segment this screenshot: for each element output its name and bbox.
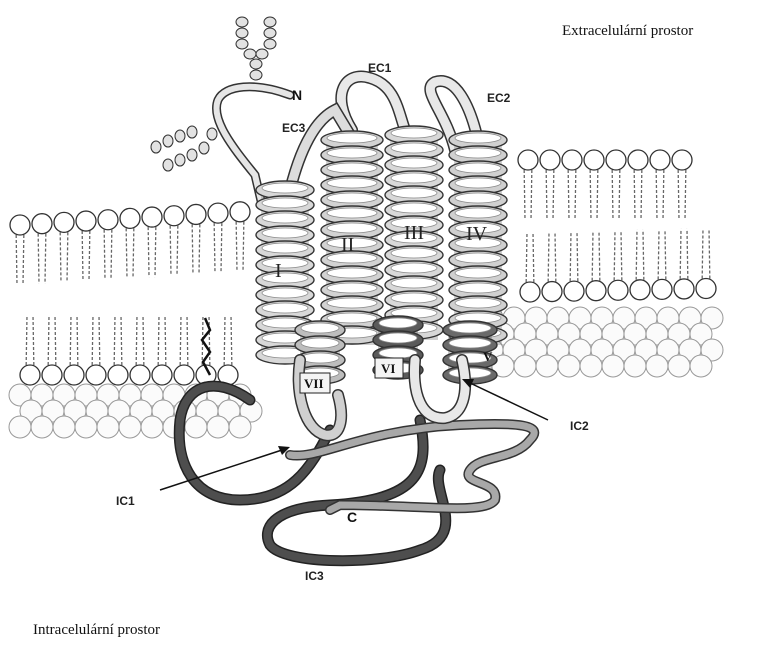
lipid-head: [518, 150, 538, 170]
helix-label-6: VI: [381, 361, 395, 376]
c-terminus-label: C: [347, 509, 357, 525]
extracellular-space-label: Extracelulární prostor: [562, 23, 693, 40]
lipid-head: [696, 278, 716, 298]
lipid-head: [86, 365, 106, 385]
lipid-head: [672, 150, 692, 170]
lipid-head: [42, 365, 62, 385]
lipid-head: [208, 203, 228, 223]
lipid-head: [76, 211, 96, 231]
glycosylation-chain: [236, 17, 276, 80]
ic2-pointer-arrow: [462, 379, 548, 420]
lipid-head: [562, 150, 582, 170]
helix-label-4: IV: [466, 223, 488, 245]
lipid-head: [628, 150, 648, 170]
lipid-head: [75, 416, 97, 438]
lipid-head: [54, 212, 74, 232]
helix-label-7: VII: [304, 376, 324, 391]
lipid-head: [630, 280, 650, 300]
lipid-head: [174, 365, 194, 385]
lipid-head: [164, 206, 184, 226]
lipid-head: [624, 355, 646, 377]
lipid-head: [674, 279, 694, 299]
lipid-head: [584, 150, 604, 170]
helix-label-3: III: [404, 222, 424, 244]
glycosylation-chain: [151, 126, 217, 171]
lipid-head: [564, 281, 584, 301]
lipid-head: [230, 202, 250, 222]
lipid-head: [558, 355, 580, 377]
lipid-head: [668, 355, 690, 377]
ec3-label: EC3: [282, 121, 306, 135]
lipid-head: [540, 150, 560, 170]
lipid-head: [141, 416, 163, 438]
lipid-head: [542, 282, 562, 302]
n-terminus-label: N: [292, 87, 302, 103]
ec2-label: EC2: [487, 91, 511, 105]
ic2-label: IC2: [570, 419, 589, 433]
lipid-head: [119, 416, 141, 438]
lipid-head: [142, 207, 162, 227]
lipid-head: [97, 416, 119, 438]
lipid-head: [10, 215, 30, 235]
lipid-head: [130, 365, 150, 385]
lipid-head: [53, 416, 75, 438]
lipid-head: [652, 279, 672, 299]
lipid-head: [120, 208, 140, 228]
lipid-head: [608, 280, 628, 300]
lipid-head: [586, 281, 606, 301]
lipid-head: [185, 416, 207, 438]
lipid-head: [602, 355, 624, 377]
helix-label-5: V: [483, 349, 493, 364]
lipid-head: [31, 416, 53, 438]
lipid-head: [229, 416, 251, 438]
intracellular-space-label: Intracelulární prostor: [33, 622, 160, 639]
ic3-label: IC3: [305, 569, 324, 583]
lipid-head: [690, 355, 712, 377]
lipid-head: [514, 355, 536, 377]
lipid-head: [606, 150, 626, 170]
helix-label-1: I: [275, 260, 282, 282]
lipid-head: [186, 204, 206, 224]
lipid-head: [536, 355, 558, 377]
ec1-label: EC1: [368, 61, 392, 75]
lipid-head: [580, 355, 602, 377]
lipid-head: [98, 210, 118, 230]
lipid-head: [20, 365, 40, 385]
lipid-head: [108, 365, 128, 385]
lipid-head: [64, 365, 84, 385]
lipid-head: [207, 416, 229, 438]
lipid-head: [32, 214, 52, 234]
ic1-label: IC1: [116, 494, 135, 508]
lipid-head: [520, 282, 540, 302]
lipid-head: [9, 416, 31, 438]
lipid-head: [646, 355, 668, 377]
helix-label-2: II: [341, 234, 354, 256]
lipid-head: [152, 365, 172, 385]
lipid-head: [650, 150, 670, 170]
